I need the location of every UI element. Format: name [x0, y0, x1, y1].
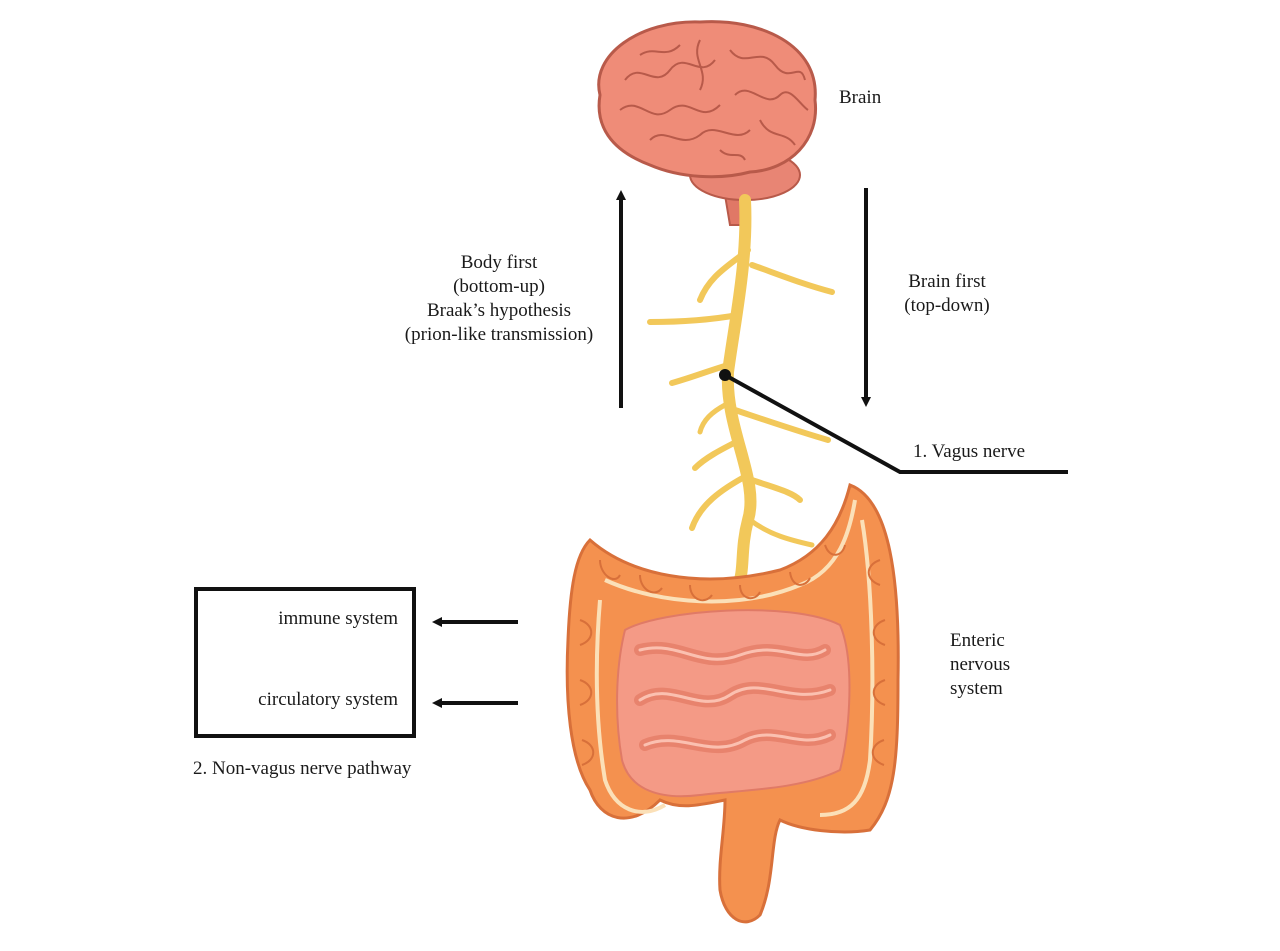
body-first-line-2: (bottom-up) [453, 276, 545, 297]
body-first-line-4: (prion-like transmission) [404, 324, 594, 345]
vagus-nerve-illustration [647, 194, 835, 591]
circulatory-system-label: circulatory system [258, 689, 398, 710]
body-first-line-1: Body first [460, 252, 538, 273]
body-first-line-3: Braak’s hypothesis [426, 300, 572, 321]
enteric-line-3: system [950, 678, 1003, 699]
enteric-line-1: Enteric [950, 630, 1005, 651]
non-vagus-pathway-label: 2. Non-vagus nerve pathway [193, 758, 412, 779]
enteric-line-2: nervous [950, 654, 1011, 675]
vagus-nerve-label: 1. Vagus nerve [913, 441, 1026, 462]
body-first-label: Body first (bottom-up) Braak’s hypothesi… [394, 251, 604, 347]
brain-first-line-1: Brain first [908, 271, 986, 292]
immune-system-label: immune system [278, 608, 398, 629]
enteric-nervous-system-label: Enteric nervous system [950, 629, 1010, 701]
small-intestine-illustration [616, 609, 851, 798]
brain-first-line-2: (top-down) [904, 295, 990, 316]
brain-illustration [597, 20, 818, 226]
vagus-nerve-leader-line [724, 373, 1068, 474]
non-vagus-box [194, 587, 416, 738]
brain-label: Brain [839, 87, 882, 108]
brain-first-label: Brain first (top-down) [882, 270, 1012, 318]
